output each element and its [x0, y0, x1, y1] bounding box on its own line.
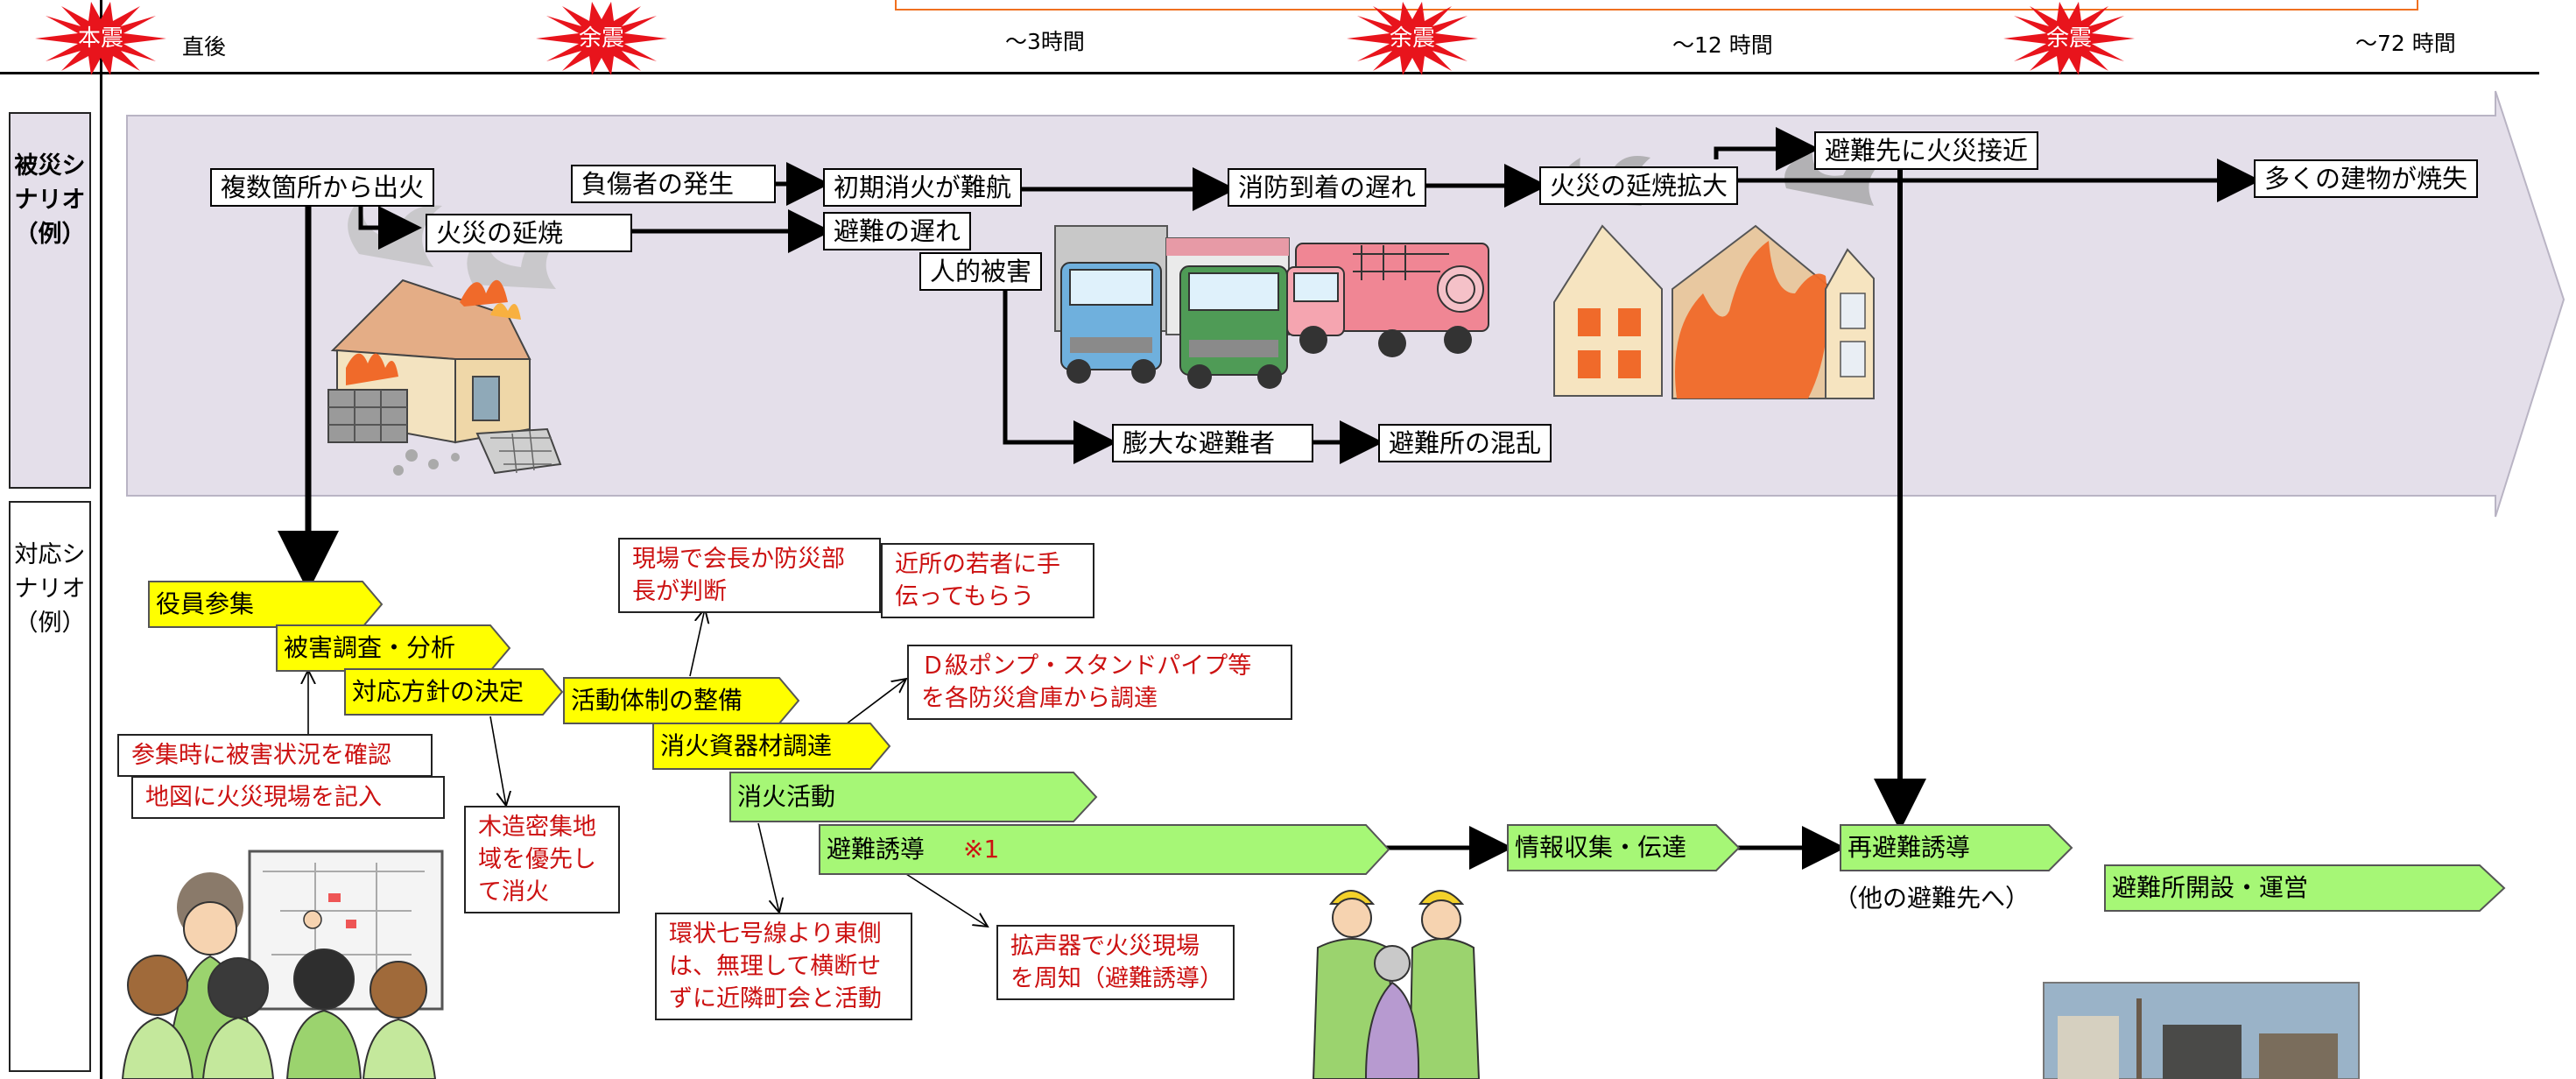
- tag-shape-evacuation: [819, 824, 1390, 875]
- tag-shape-re-evac: [1840, 824, 2073, 871]
- note-loop7: 環状七号線より東側 は、無理して横断せ ずに近隣町会と活動: [655, 913, 912, 1020]
- re-evac-subtitle: （他の避難先へ）: [1833, 884, 2031, 913]
- tag-firefight: 消火活動: [737, 782, 836, 811]
- evacuation-note-mark: ※1: [963, 835, 1000, 864]
- tag-officers: 役員参集: [156, 589, 255, 618]
- burning-house-illustration: [327, 193, 562, 476]
- tag-shape-policy: [344, 668, 564, 716]
- vehicles-illustration: [1054, 225, 1489, 389]
- note-youth-help: 近所の若者に手 伝ってもらう: [881, 543, 1094, 618]
- main-quake-burst: 本震: [35, 2, 166, 75]
- burst-icon: [536, 2, 667, 75]
- box-shelter-chaos: 避難所の混乱: [1378, 424, 1552, 462]
- main-quake-label: 本震: [77, 25, 123, 52]
- box-human-damage: 人的被害: [919, 252, 1043, 291]
- box-evac-delay: 避難の遅れ: [823, 212, 972, 250]
- note-map-fires: 地図に火災現場を記入: [131, 776, 445, 819]
- tag-survey: 被害調査・分析: [284, 633, 456, 662]
- burst-icon: [2003, 2, 2135, 75]
- note-pump: Ｄ級ポンプ・スタンドパイプ等 を各防災倉庫から調達: [907, 645, 1292, 720]
- tag-structure: 活動体制の整備: [571, 686, 743, 715]
- tag-evacuation: 避難誘導: [827, 835, 926, 864]
- response-scenario-label: 対応シ ナリオ （例）: [9, 501, 91, 1072]
- tag-shape-shelter-open: [2104, 864, 2506, 912]
- tag-shape-structure: [563, 677, 800, 724]
- meeting-people-illustration: [121, 850, 444, 1079]
- box-fire-expand: 火災の延焼拡大: [1539, 166, 1739, 205]
- tag-shape-equipment: [652, 723, 891, 770]
- tag-shape-firefight: [729, 772, 1098, 822]
- box-fd-delay: 消防到着の遅れ: [1228, 168, 1427, 207]
- time-label-immediate: 直後: [182, 34, 227, 60]
- aftershock-burst-3: 余震: [2003, 2, 2135, 75]
- left-vertical-divider: [100, 0, 102, 1079]
- aftershock-burst-2: 余震: [1347, 2, 1478, 75]
- disaster-photo: [2043, 982, 2360, 1079]
- timeline-axis: [0, 72, 2539, 74]
- box-multiple-fires: 複数箇所から出火: [210, 168, 435, 207]
- burst-icon: [1347, 2, 1478, 75]
- time-label-72h: ～72 時間: [2355, 31, 2456, 56]
- note-wood-area: 木造密集地 域を優先し て消火: [464, 806, 620, 913]
- aftershock-label: 余震: [578, 25, 624, 52]
- box-injured: 負傷者の発生: [571, 165, 776, 203]
- note-confirm-damage: 参集時に被害状況を確認: [117, 734, 433, 777]
- damage-scenario-label: 被災シ ナリオ （例）: [9, 112, 91, 489]
- box-initial-fail: 初期消火が難航: [823, 168, 1023, 207]
- callout-lines: [308, 609, 988, 927]
- time-label-3h: ～3時間: [1005, 29, 1085, 54]
- note-decision: 現場で会長か防災部 長が判断: [618, 538, 881, 613]
- tag-policy: 対応方針の決定: [352, 677, 524, 706]
- tag-equipment: 消火資器材調達: [660, 731, 833, 760]
- evacuation-guides-illustration: [1312, 890, 1481, 1079]
- box-buildings-burned: 多くの建物が焼失: [2254, 159, 2479, 198]
- tag-info: 情報収集・伝達: [1515, 833, 1687, 862]
- box-fire-spread: 火災の延焼: [426, 214, 632, 252]
- note-speaker: 拡声器で火災現場 を周知（避難誘導）: [996, 925, 1235, 1000]
- tag-shape-survey: [276, 624, 511, 672]
- aftershock-burst-1: 余震: [536, 2, 667, 75]
- tag-shape-info: [1507, 824, 1741, 871]
- tag-shape-officers: [148, 581, 384, 628]
- tag-re-evac: 再避難誘導: [1848, 833, 1971, 862]
- burst-icon: [35, 2, 166, 75]
- box-many-evacuees: 膨大な避難者: [1112, 424, 1313, 462]
- tag-shelter-open: 避難所開設・運営: [2112, 873, 2309, 902]
- box-fire-approach: 避難先に火災接近: [1814, 131, 2039, 170]
- aftershock-label: 余震: [1389, 25, 1435, 52]
- time-label-12h: ～12 時間: [1672, 32, 1773, 58]
- top-orange-box: [895, 0, 2418, 11]
- aftershock-label: 余震: [2045, 25, 2092, 52]
- damage-connectors: [278, 127, 2261, 831]
